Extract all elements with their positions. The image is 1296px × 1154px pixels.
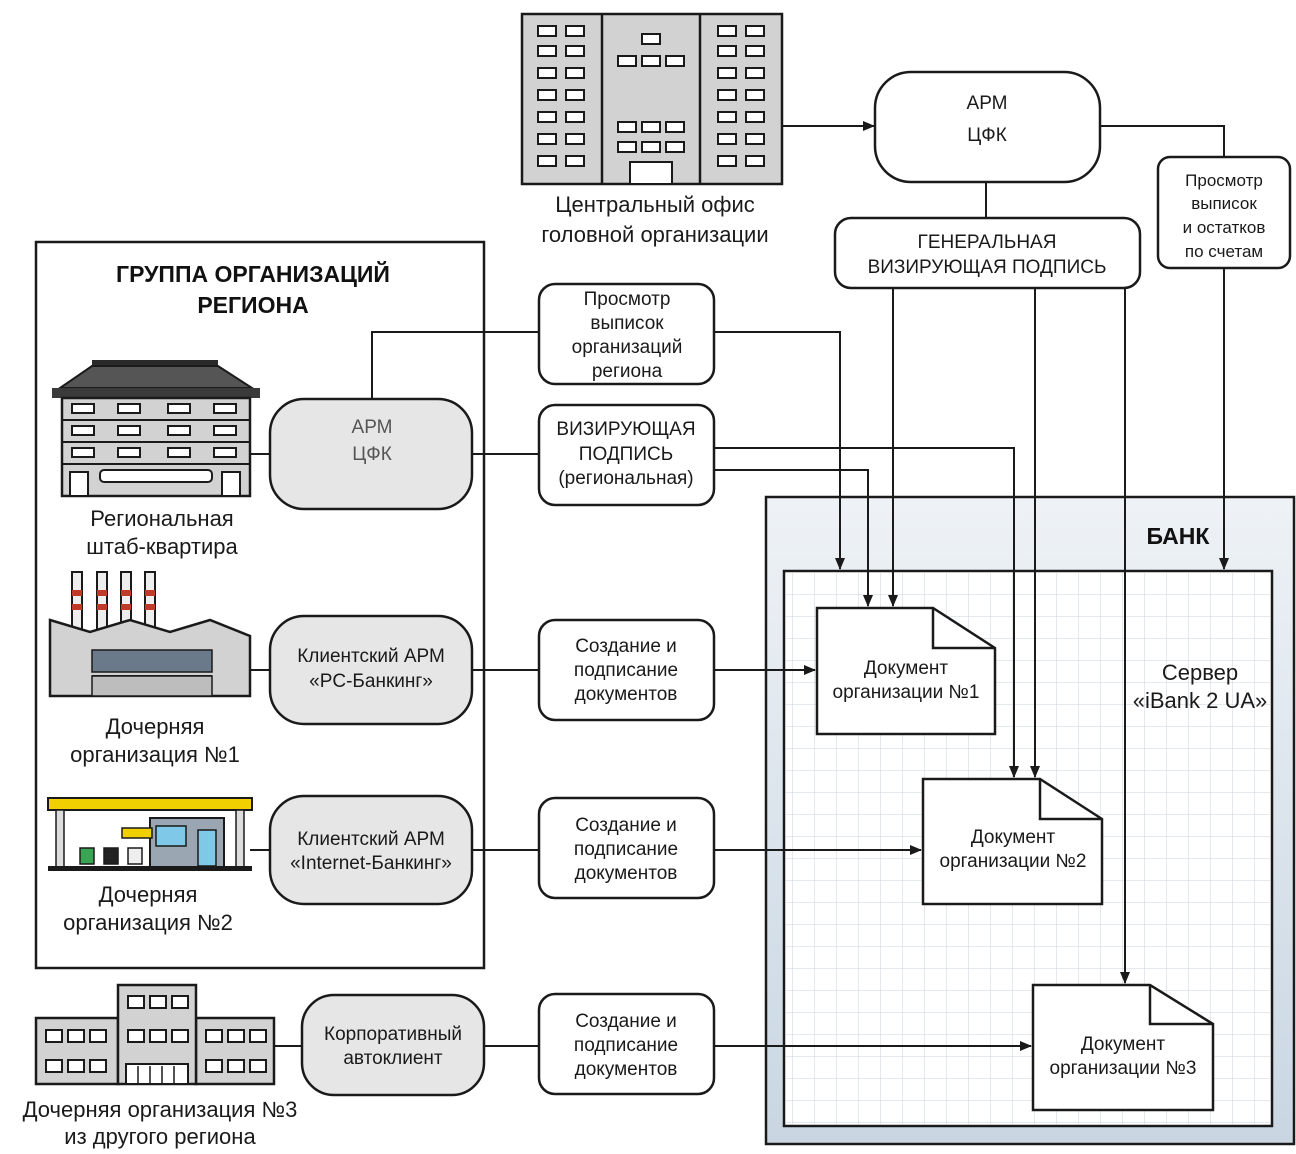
regional-hq-building-icon xyxy=(52,360,260,498)
arrow-view-region-to-bank xyxy=(714,331,845,570)
arm-cfk-top-line1: АРМ xyxy=(967,93,1008,114)
server-label-1: Сервер xyxy=(1162,660,1238,685)
doc2-line1: Документ xyxy=(971,827,1056,848)
arrow-reg-sig-to-doc2 xyxy=(714,447,1019,778)
client-internet-line1: Клиентский АРМ xyxy=(297,829,445,850)
create-sign-2-line1: Создание и xyxy=(575,815,677,836)
arm-cfk-region[interactable]: АРМ ЦФК xyxy=(268,397,474,511)
arrow-reg-sig-to-doc1 xyxy=(714,469,873,607)
arm-cfk-region-line2: ЦФК xyxy=(352,444,392,465)
corporate-line1: Корпоративный xyxy=(324,1024,462,1045)
regional-hq-label-2: штаб-квартира xyxy=(86,534,238,559)
arm-cfk-region-line1: АРМ xyxy=(352,417,393,438)
client-pc-line1: Клиентский АРМ xyxy=(297,646,445,667)
sub3-building-icon xyxy=(34,983,276,1086)
client-internet-line2: «Internet-Банкинг» xyxy=(290,853,452,874)
sub2-label-1: Дочерняя xyxy=(99,882,198,907)
regional-signature-box: ВИЗИРУЮЩАЯ ПОДПИСЬ (региональная) xyxy=(537,403,716,507)
arm-cfk-top-line2: ЦФК xyxy=(967,125,1007,146)
view-region-box: Просмотр выписок организаций региона xyxy=(537,282,716,386)
general-signature-line1: ГЕНЕРАЛЬНАЯ xyxy=(918,232,1057,253)
sub1-label-2: организация №1 xyxy=(70,742,240,767)
bank-title: БАНК xyxy=(1147,523,1211,549)
client-internet-banking[interactable]: Клиентский АРМ «Internet-Банкинг» xyxy=(268,794,474,906)
document-1-icon[interactable]: Документ организации №1 xyxy=(815,606,997,736)
view-accounts-line1: Просмотр xyxy=(1185,171,1263,190)
gas-station-icon xyxy=(47,797,253,871)
view-accounts-line2: выписок xyxy=(1191,194,1257,213)
regional-signature-line3: (региональная) xyxy=(558,468,693,489)
sub3-label-1: Дочерняя организация №3 xyxy=(23,1097,298,1122)
create-sign-1-line1: Создание и xyxy=(575,636,677,657)
sub3-label-2: из другого региона xyxy=(64,1124,256,1149)
doc1-line1: Документ xyxy=(864,658,949,679)
view-accounts-line4: по счетам xyxy=(1185,242,1263,261)
central-office-label-1: Центральный офис xyxy=(555,192,755,217)
arm-cfk-top[interactable]: АРМ ЦФК xyxy=(873,70,1102,184)
factory-icon xyxy=(48,571,252,698)
create-sign-2-line3: документов xyxy=(575,863,678,884)
view-region-line2: выписок xyxy=(590,313,664,334)
doc2-line2: организации №2 xyxy=(940,851,1087,872)
corporate-line2: автоклиент xyxy=(343,1048,443,1069)
corporate-autoclient[interactable]: Корпоративный автоклиент xyxy=(300,993,486,1097)
create-sign-3-line3: документов xyxy=(575,1059,678,1080)
region-group-title-1: ГРУППА ОРГАНИЗАЦИЙ xyxy=(116,260,390,287)
view-region-line1: Просмотр xyxy=(584,289,671,310)
region-group-title-2: РЕГИОНА xyxy=(197,292,308,318)
view-accounts-line3: и остатков xyxy=(1183,218,1266,237)
create-sign-box-1: Создание и подписание документов xyxy=(537,618,716,722)
sub1-label-1: Дочерняя xyxy=(106,714,205,739)
general-signature-box: ГЕНЕРАЛЬНАЯ ВИЗИРУЮЩАЯ ПОДПИСЬ xyxy=(833,216,1142,290)
client-pc-line2: «PC-Банкинг» xyxy=(309,671,433,692)
regional-hq-label-1: Региональная xyxy=(90,506,233,531)
sub2-label-2: организация №2 xyxy=(63,910,233,935)
create-sign-3-line1: Создание и xyxy=(575,1011,677,1032)
server-label-2: «iBank 2 UA» xyxy=(1133,688,1268,713)
create-sign-box-2: Создание и подписание документов xyxy=(537,796,716,900)
document-3-icon[interactable]: Документ организации №3 xyxy=(1031,983,1215,1112)
central-office-building-icon xyxy=(520,12,784,186)
general-signature-line2: ВИЗИРУЮЩАЯ ПОДПИСЬ xyxy=(868,257,1107,278)
document-2-icon[interactable]: Документ организации №2 xyxy=(921,777,1104,906)
create-sign-1-line2: подписание xyxy=(574,660,678,681)
regional-signature-line1: ВИЗИРУЮЩАЯ xyxy=(556,419,695,440)
regional-signature-line2: ПОДПИСЬ xyxy=(579,444,673,465)
doc3-line2: организации №3 xyxy=(1050,1058,1197,1079)
create-sign-3-line2: подписание xyxy=(574,1035,678,1056)
central-office-label-2: головной организации xyxy=(541,222,768,247)
connectors xyxy=(250,121,1229,1051)
doc3-line1: Документ xyxy=(1081,1034,1166,1055)
create-sign-box-3: Создание и подписание документов xyxy=(537,992,716,1096)
create-sign-1-line3: документов xyxy=(575,684,678,705)
create-sign-2-line2: подписание xyxy=(574,839,678,860)
view-region-line4: региона xyxy=(592,361,663,382)
region-group-frame: ГРУППА ОРГАНИЗАЦИЙ РЕГИОНА xyxy=(34,240,486,970)
view-accounts-box: Просмотр выписок и остатков по счетам xyxy=(1156,155,1292,270)
client-pc-banking[interactable]: Клиентский АРМ «PC-Банкинг» xyxy=(268,614,474,726)
doc1-line2: организации №1 xyxy=(833,682,980,703)
view-region-line3: организаций xyxy=(572,337,683,358)
